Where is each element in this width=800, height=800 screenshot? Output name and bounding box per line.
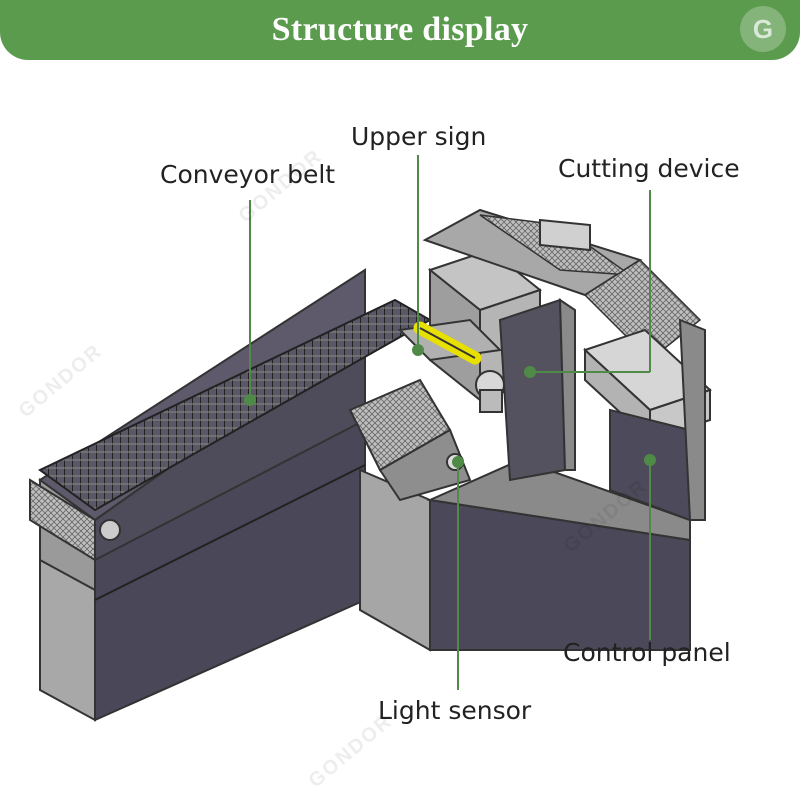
cutting-device-frame bbox=[422, 208, 702, 362]
front-base-block bbox=[359, 458, 691, 652]
upper-hopper bbox=[427, 248, 576, 482]
upper-sign-label: Upper sign bbox=[351, 122, 487, 151]
inner-belt bbox=[348, 378, 472, 502]
conveyor-belt-dot bbox=[244, 394, 256, 406]
control-panel-dot bbox=[644, 454, 656, 466]
light-sensor-label: Light sensor bbox=[378, 696, 532, 725]
gondor-logo-icon: G bbox=[740, 6, 786, 52]
cutting-device-label: Cutting device bbox=[558, 154, 740, 183]
conveyor-belt-label: Conveyor belt bbox=[160, 160, 336, 189]
leader-lines bbox=[244, 155, 656, 690]
page-title: Structure display bbox=[271, 11, 529, 48]
upper-sign-dot bbox=[412, 344, 424, 356]
control-panel-label: Control panel bbox=[563, 638, 731, 667]
title-banner: Structure display G bbox=[0, 0, 800, 60]
light-sensor-dot bbox=[452, 456, 464, 468]
cutting-device-dot bbox=[524, 366, 536, 378]
